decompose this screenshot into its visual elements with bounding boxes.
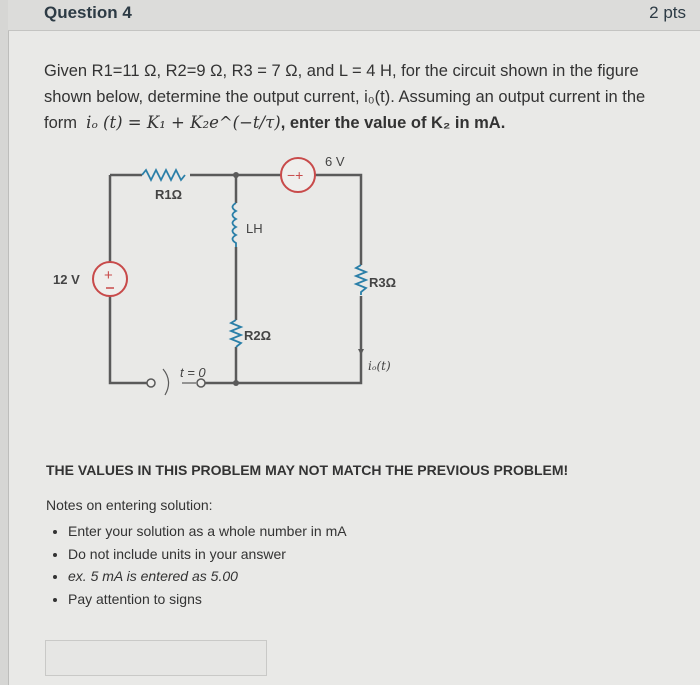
note-item: Pay attention to signs <box>68 588 347 611</box>
question-header: Question 4 2 pts <box>8 0 700 31</box>
label-r3: R3Ω <box>369 275 396 290</box>
resistor-r3 <box>353 264 369 295</box>
note-item: Enter your solution as a whole number in… <box>68 520 347 543</box>
answer-input[interactable] <box>45 640 267 676</box>
warning-text: THE VALUES IN THIS PROBLEM MAY NOT MATCH… <box>46 462 569 478</box>
label-inductor: LH <box>246 221 263 236</box>
prompt-line-2: shown below, determine the output curren… <box>44 88 646 106</box>
plus-sign: + <box>104 267 113 284</box>
note-item: ex. 5 mA is entered as 5.00 <box>68 565 347 588</box>
label-12v: 12 V <box>53 272 80 287</box>
label-r1: R1Ω <box>155 187 182 202</box>
notes-list: Enter your solution as a whole number in… <box>46 520 347 610</box>
current-arrow-icon <box>358 349 364 355</box>
switch-terminal <box>146 378 156 388</box>
prompt-line-3: form iₒ (t) = K₁ + K₂e^(−t/τ), enter the… <box>44 110 684 136</box>
wire <box>108 175 148 385</box>
resistor-r1 <box>141 167 186 183</box>
voltage-source-6v <box>280 157 316 193</box>
left-edge <box>0 0 9 685</box>
label-current: iₒ(t) <box>368 359 391 373</box>
node <box>233 172 239 178</box>
switch-terminal <box>196 378 206 388</box>
question-prompt: Given R1=11 Ω, R2=9 Ω, R3 = 7 Ω, and L =… <box>44 58 684 136</box>
node <box>233 380 239 386</box>
source-polarity: −+ <box>287 167 303 183</box>
label-r2: R2Ω <box>244 328 271 343</box>
notes-title: Notes on entering solution: <box>46 497 213 513</box>
voltage-source-12v <box>92 261 128 297</box>
formula: iₒ (t) = K₁ + K₂e^(−t/τ) <box>86 113 281 132</box>
prompt-line-1: Given R1=11 Ω, R2=9 Ω, R3 = 7 Ω, and L =… <box>44 62 639 80</box>
switch-arrow <box>162 368 170 396</box>
resistor-r2 <box>228 319 244 348</box>
question-points: 2 pts <box>649 3 686 22</box>
note-item: Do not include units in your answer <box>68 543 347 566</box>
label-6v: 6 V <box>325 154 345 169</box>
question-title: Question 4 <box>44 3 132 22</box>
label-switch: t = 0 <box>180 365 206 380</box>
form-prefix: form <box>44 114 77 132</box>
form-suffix: , enter the value of K₂ in mA. <box>280 114 506 132</box>
inductor <box>231 202 238 247</box>
